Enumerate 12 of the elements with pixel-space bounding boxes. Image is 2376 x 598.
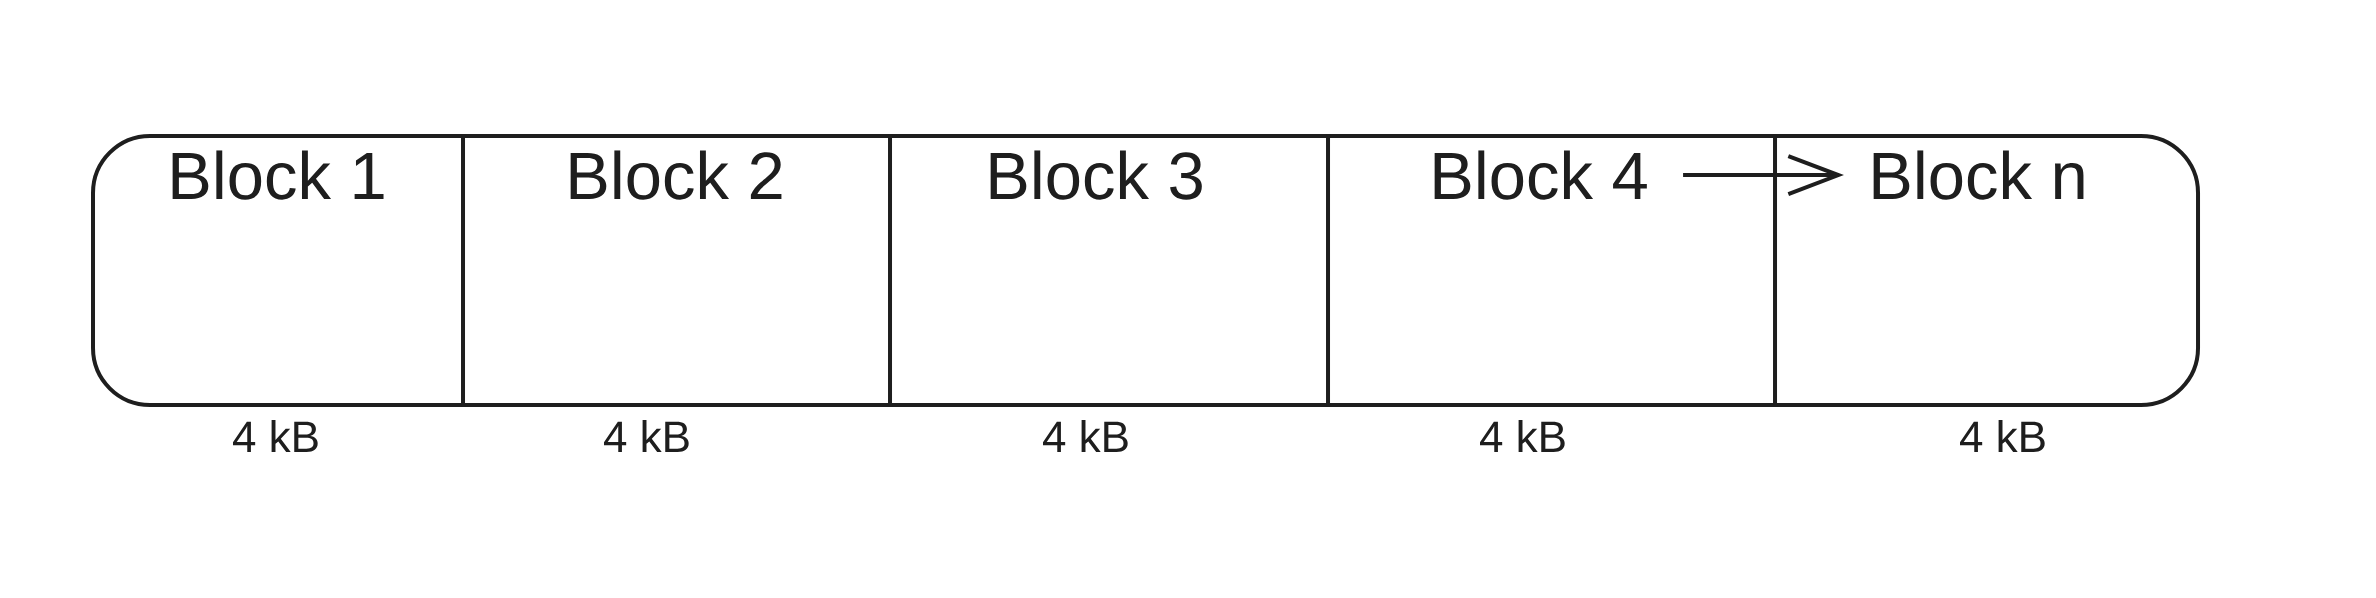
block-label: Block 4 [1434,150,1647,200]
block-strip [91,134,2200,407]
size-label: 4 kB [1960,420,2045,452]
size-label: 4 kB [604,420,689,452]
size-label: 4 kB [1480,420,1565,452]
size-label: 4 kB [1043,420,1128,452]
arrow [1683,154,1844,196]
block-label: Block 1 [172,150,384,200]
size-label: 4 kB [233,420,318,452]
block-label: Block 3 [990,150,1202,200]
block-label: Block 2 [570,150,782,200]
block-label: Block n [1873,150,2084,200]
